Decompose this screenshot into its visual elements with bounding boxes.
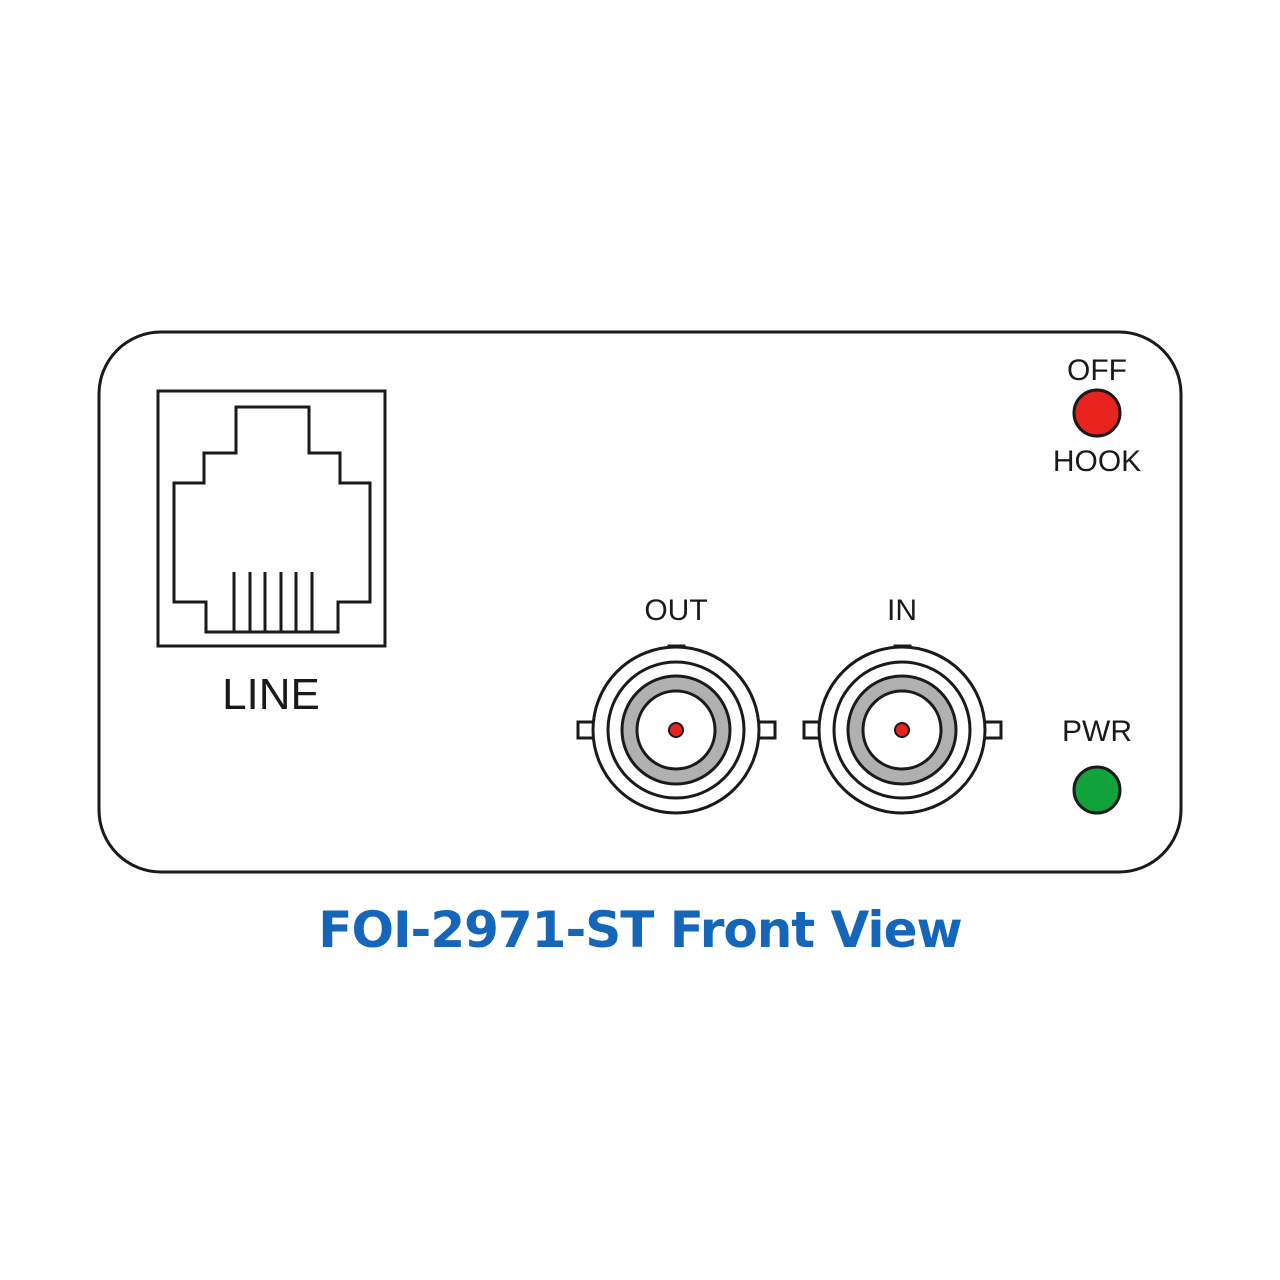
off-hook-label-bottom: HOOK [1053, 445, 1141, 478]
pwr-led-icon [1072, 765, 1122, 815]
line-jack-label: LINE [222, 670, 320, 719]
bnc-connector-icon [802, 644, 1003, 815]
diagram-caption: FOI-2971-ST Front View [318, 901, 962, 959]
bnc-in-label: IN [887, 594, 917, 627]
pwr-label: PWR [1062, 715, 1132, 748]
rj11-jack-icon [156, 389, 387, 648]
off-hook-led-icon [1072, 388, 1122, 438]
off-hook-label-top: OFF [1067, 354, 1127, 387]
bnc-out-label: OUT [644, 594, 707, 627]
bnc-connector-icon [576, 644, 777, 815]
